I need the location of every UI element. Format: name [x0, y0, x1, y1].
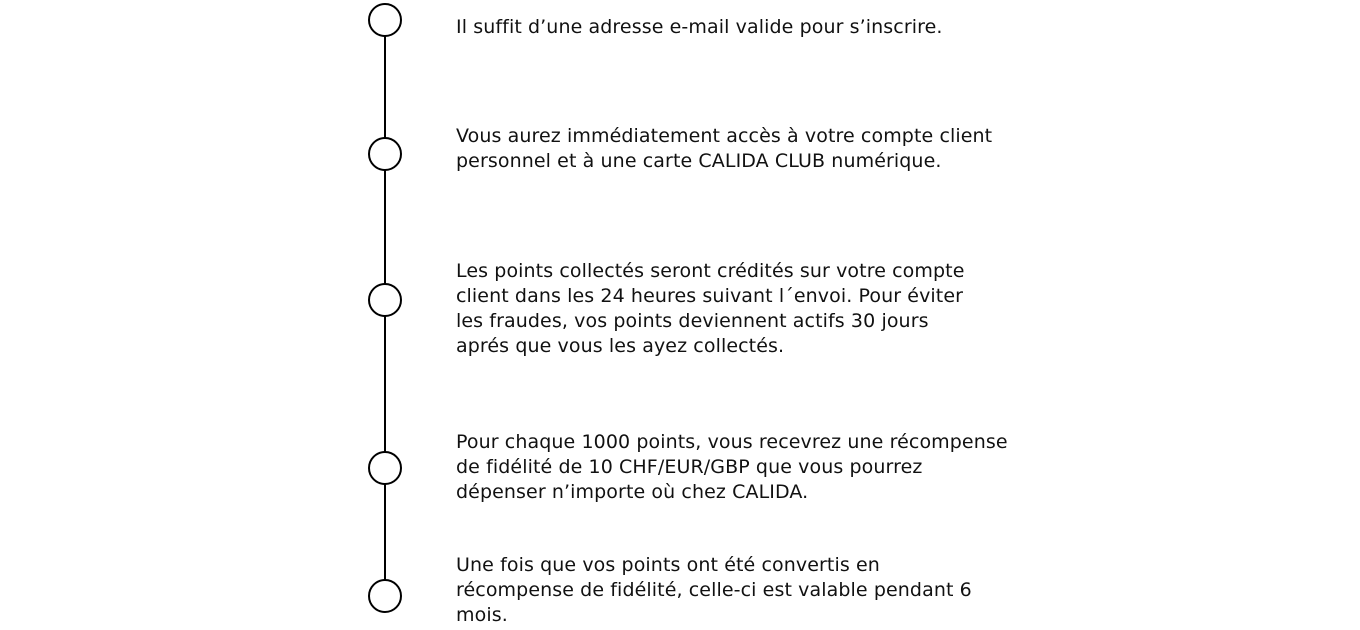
step-text: Les points collectés seront crédités sur…: [456, 260, 965, 357]
circle-marker-icon: [368, 579, 402, 613]
step-text: Une fois que vos points ont été converti…: [456, 554, 972, 626]
circle-marker-icon: [368, 283, 402, 317]
step-text: Il suffit d’une adresse e-mail valide po…: [456, 16, 943, 38]
circle-marker-icon: [368, 137, 402, 171]
circle-marker-icon: [368, 3, 402, 37]
circle-marker-icon: [368, 451, 402, 485]
step-text: Vous aurez immédiatement accès à votre c…: [456, 125, 993, 172]
step-text: Pour chaque 1000 points, vous recevrez u…: [456, 431, 1008, 503]
